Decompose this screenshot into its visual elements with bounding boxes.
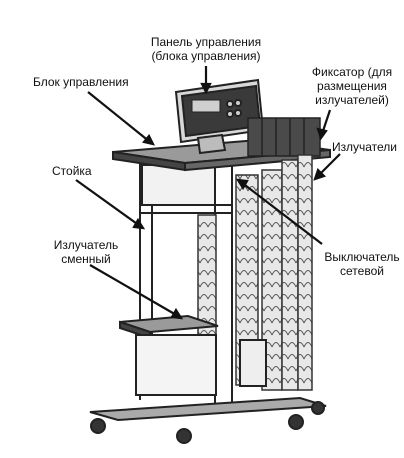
lower-shelf xyxy=(119,314,267,396)
stand-frame xyxy=(139,150,233,412)
label-fixator: Фиксатор (для размещения излучателей) xyxy=(311,65,393,107)
label-replaceable-emitter: Излучатель сменный xyxy=(53,238,119,266)
fixator xyxy=(247,117,321,157)
label-mains-switch: Выключатель сетевой xyxy=(324,250,400,278)
leader-lines xyxy=(75,66,341,320)
label-control-unit: Блок управления xyxy=(33,75,129,89)
label-emitters: Излучатели xyxy=(332,140,397,154)
label-stand: Стойка xyxy=(52,164,92,178)
label-control-panel: Панель управления (блока управления) xyxy=(150,35,262,63)
control-unit xyxy=(174,78,265,155)
cart-base xyxy=(89,396,327,444)
